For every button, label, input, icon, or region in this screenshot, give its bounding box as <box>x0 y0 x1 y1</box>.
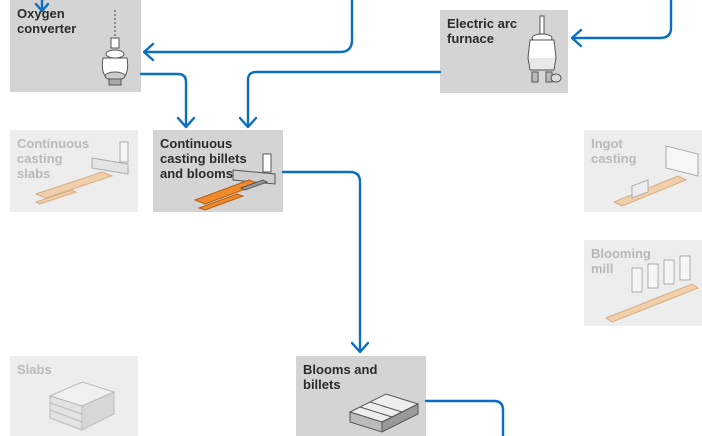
arrow-to-electric-arc-furnace <box>571 0 673 40</box>
ingot-casting-icon <box>612 145 699 207</box>
node-oxygen-converter: Oxygen converter <box>10 0 141 92</box>
node-electric-arc-furnace: Electric arc furnace <box>440 10 568 93</box>
arrow-blooms-outgoing <box>424 399 505 436</box>
arrow-furnace-to-casting <box>246 70 442 128</box>
node-continuous-casting-slabs: Continuous casting slabs <box>10 130 138 212</box>
node-label: Blooming mill <box>591 246 651 276</box>
arrow-oxygen-to-casting <box>139 72 188 128</box>
node-continuous-casting-billets: Continuous casting billets and blooms <box>153 130 283 212</box>
node-label: Slabs <box>17 362 52 377</box>
node-label: Continuous casting billets and blooms <box>160 136 247 181</box>
node-label: Ingot casting <box>591 136 637 166</box>
node-label: Electric arc furnace <box>447 16 518 46</box>
continuous-casting-slabs-icon <box>34 141 129 205</box>
node-ingot-casting: Ingot casting <box>584 130 702 212</box>
blooms-and-billets-icon <box>348 393 420 433</box>
arrow-casting-to-blooms <box>281 170 362 353</box>
blooming-mill-icon <box>604 255 700 323</box>
node-label: Continuous casting slabs <box>17 136 90 181</box>
slabs-icon <box>48 381 116 431</box>
node-slabs: Slabs <box>10 356 138 436</box>
node-blooms-and-billets: Blooms and billets <box>296 356 426 436</box>
electric-arc-furnace-icon <box>527 15 562 83</box>
node-label: Oxygen converter <box>17 6 77 36</box>
arrow-to-oxygen-converter <box>143 0 354 54</box>
node-blooming-mill: Blooming mill <box>584 240 702 326</box>
continuous-casting-billets-icon <box>193 153 276 211</box>
node-label: Blooms and billets <box>303 362 378 392</box>
oxygen-converter-icon <box>101 10 129 86</box>
